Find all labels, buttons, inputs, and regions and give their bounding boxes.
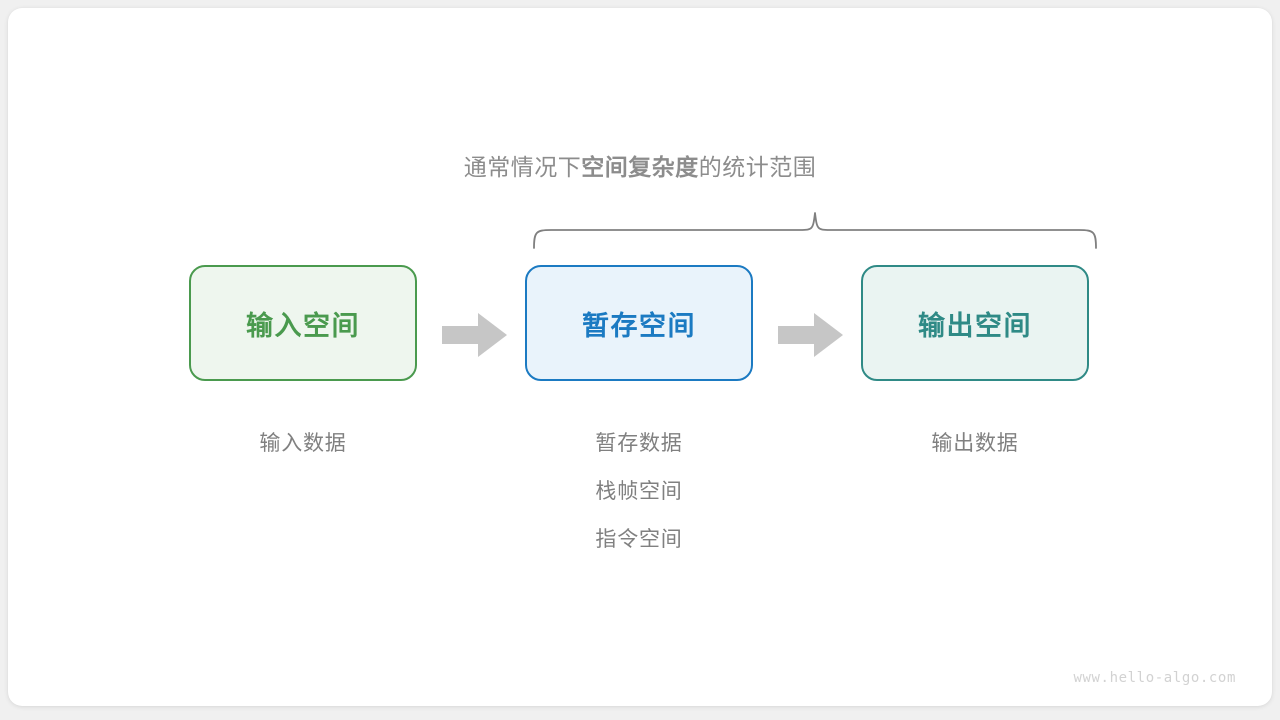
node-input-space-label: 输入空间 bbox=[246, 310, 360, 341]
brace-caption: 通常情况下空间复杂度的统计范围 bbox=[8, 148, 1272, 182]
sublabel-column-output: 输出数据 bbox=[861, 420, 1089, 468]
caption-suffix: 的统计范围 bbox=[698, 154, 817, 180]
right-block-arrow-icon bbox=[778, 313, 843, 357]
sublabel-item: 输出数据 bbox=[931, 432, 1019, 455]
curly-brace-icon bbox=[533, 212, 1097, 249]
arrow-input-to-temp bbox=[442, 311, 508, 359]
node-temp-space-label: 暂存空间 bbox=[582, 310, 696, 341]
caption-emphasis: 空间复杂度 bbox=[581, 154, 699, 180]
watermark: www.hello-algo.com bbox=[1073, 670, 1236, 686]
sublabel-item: 输入数据 bbox=[259, 432, 347, 455]
sublabel-item: 栈帧空间 bbox=[595, 480, 683, 503]
right-block-arrow-icon bbox=[442, 313, 507, 357]
diagram-card: 通常情况下空间复杂度的统计范围 输入空间 暂存空间 输出空间 bbox=[8, 8, 1272, 706]
space-flow-row: 输入空间 暂存空间 输出空间 bbox=[189, 265, 1105, 397]
curly-brace bbox=[8, 198, 1272, 258]
node-input-space[interactable]: 输入空间 bbox=[189, 265, 417, 381]
node-output-space-label: 输出空间 bbox=[918, 310, 1032, 341]
node-output-space[interactable]: 输出空间 bbox=[861, 265, 1089, 381]
caption-prefix: 通常情况下 bbox=[463, 154, 582, 180]
arrow-temp-to-output bbox=[778, 311, 844, 359]
node-temp-space[interactable]: 暂存空间 bbox=[525, 265, 753, 381]
sublabel-column-temp: 暂存数据 栈帧空间 指令空间 bbox=[525, 420, 753, 564]
sublabel-item: 指令空间 bbox=[595, 528, 683, 551]
sublabel-column-input: 输入数据 bbox=[189, 420, 417, 468]
sublabel-item: 暂存数据 bbox=[595, 432, 683, 455]
